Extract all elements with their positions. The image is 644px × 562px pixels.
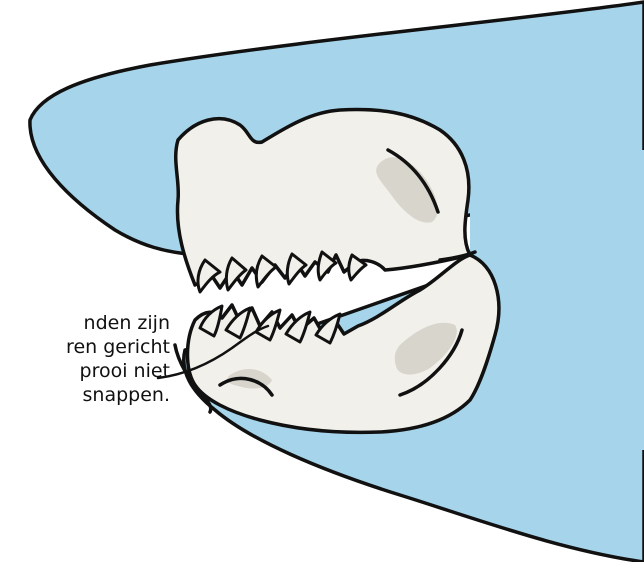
caption-line-2: ren gericht <box>66 335 170 359</box>
caption-line-4: snappen. <box>83 383 170 407</box>
caption-line-1: nden zijn <box>84 311 170 335</box>
caption-line-3: prooi niet <box>80 359 170 383</box>
